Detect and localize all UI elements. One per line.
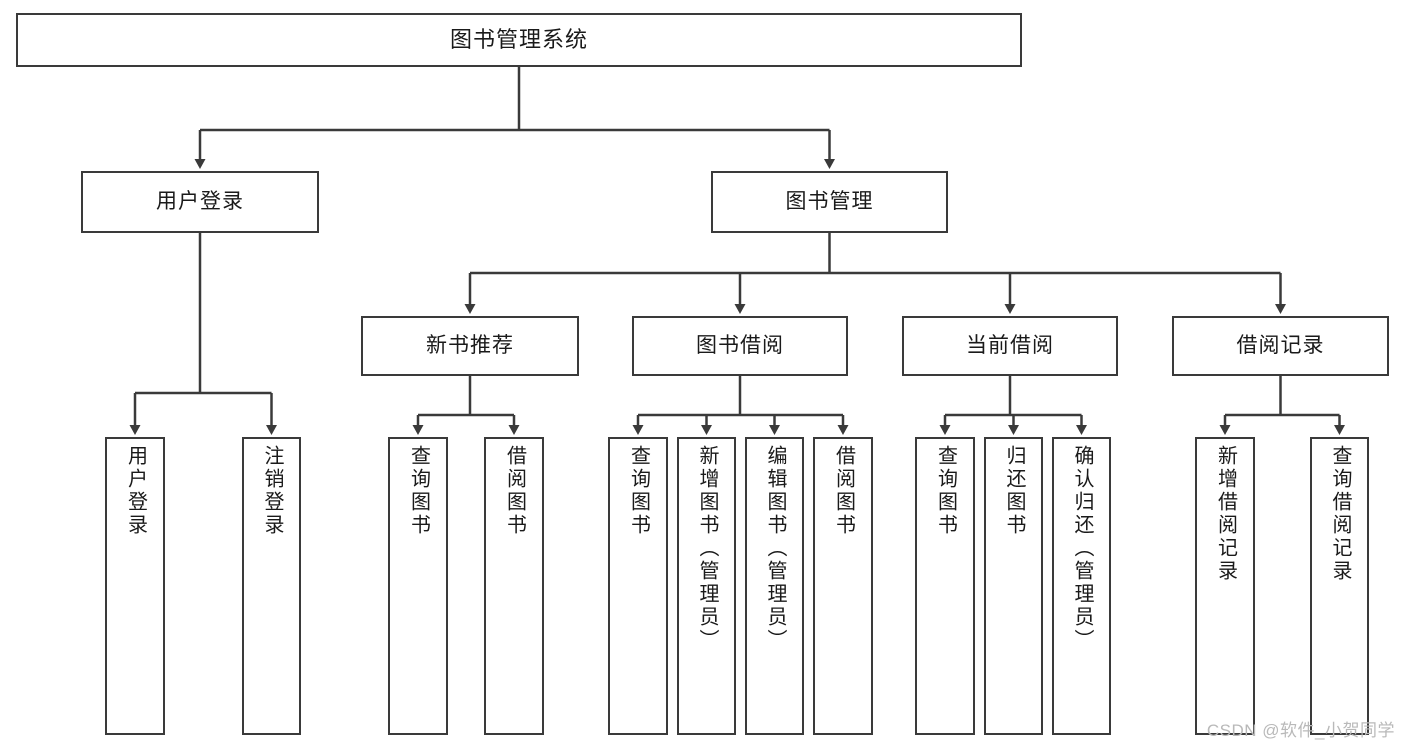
node-l3-图书借阅[interactable]: 图书借阅 [632,316,848,376]
node-label: 新书推荐 [426,334,514,358]
node-l2-图书管理[interactable]: 图书管理 [711,171,948,233]
node-l2-用户登录[interactable]: 用户登录 [81,171,319,233]
node-leaf-5-新增图书（管理员）[interactable]: 新增图书（管理员） [677,437,736,735]
node-leaf-3-借阅图书[interactable]: 借阅图书 [484,437,544,735]
node-leaf-6-编辑图书（管理员）[interactable]: 编辑图书（管理员） [745,437,804,735]
node-label: 新增借阅记录 [1214,445,1237,583]
node-label: 图书管理 [785,190,874,214]
node-l3-新书推荐[interactable]: 新书推荐 [361,316,579,376]
node-label: 借阅图书 [832,445,855,537]
node-leaf-1-注销登录[interactable]: 注销登录 [242,437,301,735]
node-label: 查询图书 [407,445,430,537]
node-leaf-11-新增借阅记录[interactable]: 新增借阅记录 [1195,437,1255,735]
watermark: CSDN @软件_小贺同学 [1206,721,1395,740]
node-label: 查询借阅记录 [1329,445,1351,583]
node-label: 查询图书 [934,445,957,537]
node-leaf-10-确认归还（管理员）[interactable]: 确认归还（管理员） [1052,437,1111,735]
node-label: 借阅记录 [1236,334,1325,358]
node-leaf-8-查询图书[interactable]: 查询图书 [915,437,975,735]
node-label: 归还图书 [1003,445,1025,537]
node-root-图书管理系统[interactable]: 图书管理系统 [16,13,1022,67]
node-label: 新增图书（管理员） [696,445,718,652]
node-leaf-4-查询图书[interactable]: 查询图书 [608,437,668,735]
node-label: 当前借阅 [966,334,1054,358]
node-l3-借阅记录[interactable]: 借阅记录 [1172,316,1389,376]
node-label: 查询图书 [627,445,650,537]
node-leaf-2-查询图书[interactable]: 查询图书 [388,437,448,735]
node-label: 借阅图书 [503,445,526,537]
node-leaf-7-借阅图书[interactable]: 借阅图书 [813,437,873,735]
node-label: 编辑图书（管理员） [764,445,786,652]
node-leaf-9-归还图书[interactable]: 归还图书 [984,437,1043,735]
node-label: 图书借阅 [696,334,784,358]
node-leaf-0-用户登录[interactable]: 用户登录 [105,437,165,735]
node-label: 确认归还（管理员） [1071,445,1093,652]
node-label: 用户登录 [156,190,244,214]
node-l3-当前借阅[interactable]: 当前借阅 [902,316,1118,376]
node-label: 图书管理系统 [449,26,588,52]
node-label: 用户登录 [124,445,147,537]
node-label: 注销登录 [261,445,283,537]
node-leaf-12-查询借阅记录[interactable]: 查询借阅记录 [1310,437,1369,735]
